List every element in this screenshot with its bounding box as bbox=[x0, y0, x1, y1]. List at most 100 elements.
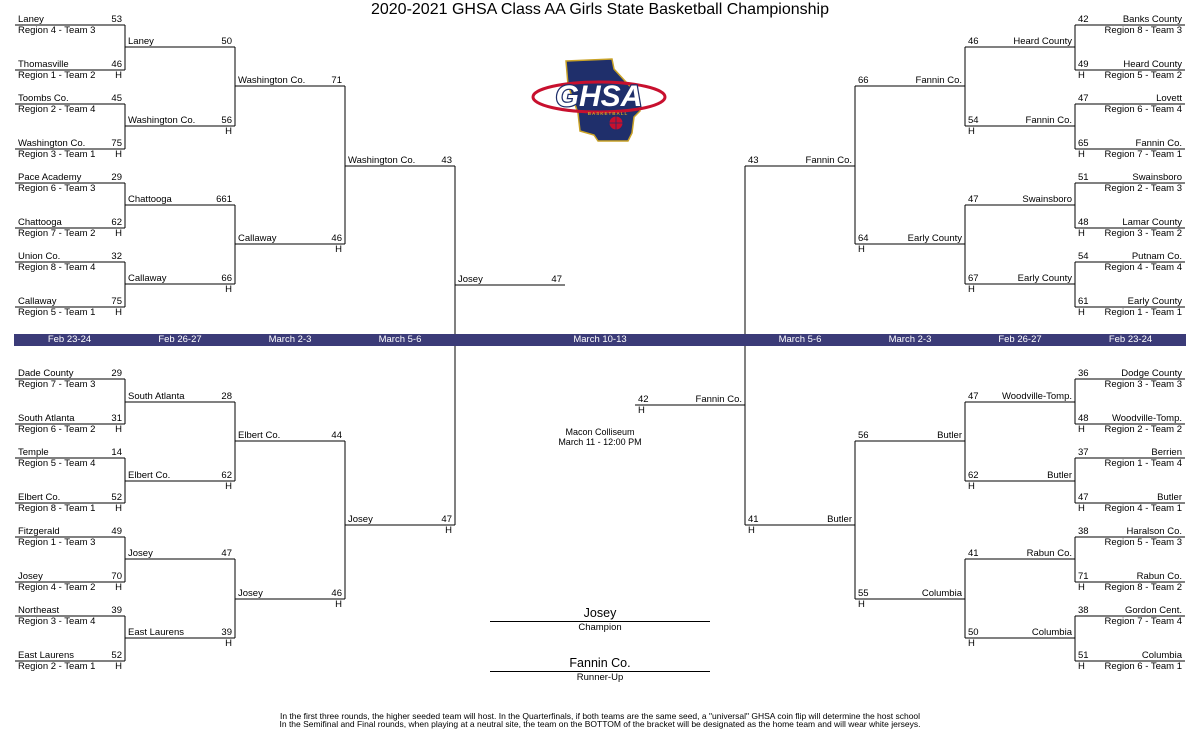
footer-line: In the first three rounds, the higher se… bbox=[279, 711, 921, 721]
team-name: Laney bbox=[128, 36, 154, 47]
home-marker: H bbox=[968, 638, 975, 649]
home-marker: H bbox=[968, 126, 975, 137]
team-name: Butler bbox=[1047, 470, 1072, 481]
team-name: Washington Co. bbox=[238, 75, 306, 86]
team-name: Josey bbox=[238, 588, 263, 599]
home-marker: H bbox=[858, 244, 865, 255]
team-score: 51 bbox=[1078, 172, 1089, 183]
ghsa-logo: GHSA BASKETBALL bbox=[531, 58, 667, 142]
team-score: 48 bbox=[1078, 217, 1089, 228]
team-name: Toombs Co. bbox=[18, 93, 69, 104]
team-score: 71 bbox=[331, 75, 342, 86]
team-name: Washington Co. bbox=[18, 138, 86, 149]
team-score: 47 bbox=[221, 548, 232, 559]
team-name: Elbert Co. bbox=[18, 492, 61, 503]
team-name: Columbia bbox=[1031, 627, 1072, 638]
team-score: 37 bbox=[1078, 447, 1089, 458]
team-score: 64 bbox=[858, 233, 869, 244]
home-marker: H bbox=[1078, 503, 1085, 514]
team-name: Pace Academy bbox=[18, 172, 82, 183]
team-seed: Region 5 - Team 1 bbox=[18, 307, 96, 318]
home-marker: H bbox=[445, 525, 452, 536]
home-marker: H bbox=[335, 244, 342, 255]
team-score: 54 bbox=[968, 115, 979, 126]
team-score: 32 bbox=[111, 251, 122, 262]
team-seed: Region 1 - Team 2 bbox=[18, 70, 96, 81]
team-score: 56 bbox=[858, 430, 869, 441]
home-marker: H bbox=[115, 503, 122, 514]
team-score: 38 bbox=[1078, 526, 1089, 537]
team-score: 75 bbox=[111, 138, 122, 149]
team-seed: Region 1 - Team 4 bbox=[1104, 458, 1182, 469]
team-seed: Region 7 - Team 1 bbox=[1104, 149, 1182, 160]
team-score: 71 bbox=[1078, 571, 1089, 582]
team-seed: Region 7 - Team 3 bbox=[18, 379, 96, 390]
team-seed: Region 4 - Team 3 bbox=[18, 25, 96, 36]
team-seed: Region 2 - Team 4 bbox=[18, 104, 96, 115]
team-score: 65 bbox=[1078, 138, 1089, 149]
team-score: 66 bbox=[858, 75, 869, 86]
team-name: Early County bbox=[1127, 296, 1182, 307]
footer-line: In the Semifinal and Final rounds, when … bbox=[279, 719, 921, 729]
date-label: March 10-13 bbox=[573, 334, 627, 345]
team-score: 51 bbox=[1078, 650, 1089, 661]
team-name: Temple bbox=[18, 447, 49, 458]
team-seed: Region 1 - Team 3 bbox=[18, 537, 96, 548]
logo-subtext: BASKETBALL bbox=[588, 111, 629, 116]
team-score: 39 bbox=[111, 605, 122, 616]
team-seed: Region 2 - Team 3 bbox=[1104, 183, 1182, 194]
team-name: Lovett bbox=[1156, 93, 1182, 104]
team-name: Josey bbox=[18, 571, 43, 582]
team-seed: Region 4 - Team 4 bbox=[1104, 262, 1182, 273]
team-score: 47 bbox=[1078, 492, 1089, 503]
home-marker: H bbox=[225, 126, 232, 137]
team-name: Berrien bbox=[1151, 447, 1182, 458]
team-score: 67 bbox=[968, 273, 979, 284]
home-marker: H bbox=[1078, 228, 1085, 239]
team-seed: Region 4 - Team 1 bbox=[1104, 503, 1182, 514]
team-score: 41 bbox=[968, 548, 979, 559]
home-marker: H bbox=[115, 307, 122, 318]
team-name: Elbert Co. bbox=[128, 470, 171, 481]
team-seed: Region 8 - Team 2 bbox=[1104, 582, 1182, 593]
home-marker: H bbox=[638, 405, 645, 416]
team-name: Josey bbox=[348, 514, 373, 525]
team-score: 50 bbox=[221, 36, 232, 47]
team-score: 48 bbox=[1078, 413, 1089, 424]
team-score: 75 bbox=[111, 296, 122, 307]
team-seed: Region 5 - Team 4 bbox=[18, 458, 96, 469]
team-seed: Region 4 - Team 2 bbox=[18, 582, 96, 593]
team-name: Woodville-Tomp. bbox=[1001, 391, 1072, 402]
team-score: 29 bbox=[111, 172, 122, 183]
team-name: Northeast bbox=[18, 605, 60, 616]
team-name: Dade County bbox=[18, 368, 74, 379]
team-score: 66 bbox=[221, 273, 232, 284]
team-name: Columbia bbox=[921, 588, 962, 599]
team-score: 41 bbox=[748, 514, 759, 525]
team-seed: Region 8 - Team 3 bbox=[1104, 25, 1182, 36]
champion-name: Josey bbox=[490, 606, 710, 622]
home-marker: H bbox=[1078, 307, 1085, 318]
home-marker: H bbox=[115, 661, 122, 672]
team-score: 49 bbox=[1078, 59, 1089, 70]
venue-time: March 11 - 12:00 PM bbox=[558, 437, 642, 447]
date-label: Feb 26-27 bbox=[998, 334, 1042, 345]
team-seed: Region 2 - Team 1 bbox=[18, 661, 96, 672]
team-name: Swainsboro bbox=[1022, 194, 1072, 205]
team-score: 39 bbox=[221, 627, 232, 638]
team-name: East Laurens bbox=[128, 627, 184, 638]
team-score: 14 bbox=[111, 447, 122, 458]
team-score: 50 bbox=[968, 627, 979, 638]
team-name: Fannin Co. bbox=[695, 394, 742, 405]
team-score: 46 bbox=[111, 59, 122, 70]
home-marker: H bbox=[335, 599, 342, 610]
team-score: 42 bbox=[1078, 14, 1089, 25]
team-name: Callaway bbox=[18, 296, 57, 307]
team-name: Callaway bbox=[128, 273, 167, 284]
team-name: Callaway bbox=[238, 233, 277, 244]
home-marker: H bbox=[748, 525, 755, 536]
team-seed: Region 1 - Team 1 bbox=[1104, 307, 1182, 318]
team-name: Early County bbox=[907, 233, 962, 244]
team-score: 47 bbox=[551, 274, 562, 285]
champion-label: Champion bbox=[578, 622, 622, 633]
